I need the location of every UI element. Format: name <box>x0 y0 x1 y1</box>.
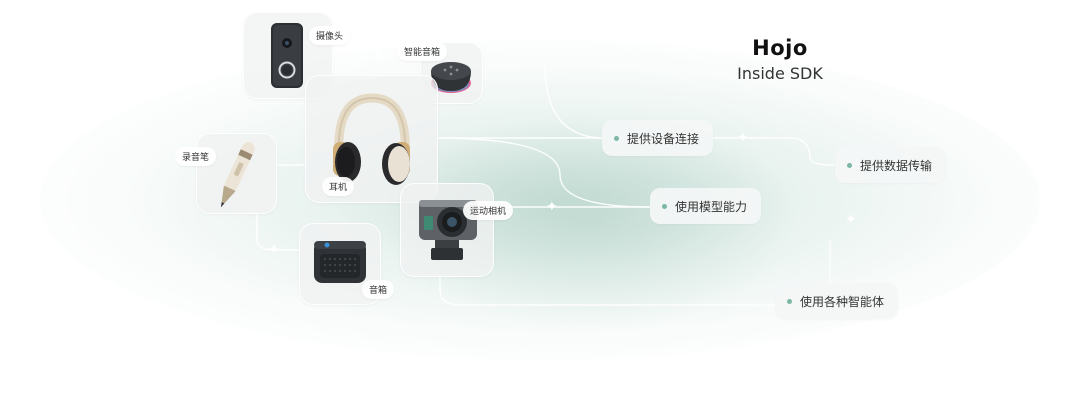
device-label-action-camera: 运动相机 <box>463 201 514 220</box>
feature-label: 提供数据传输 <box>860 158 933 173</box>
feature-label: 使用模型能力 <box>675 199 748 214</box>
device-card-headphones: 耳机 <box>305 75 438 203</box>
doorbell-camera-icon <box>271 23 303 88</box>
action-camera-icon <box>419 200 477 260</box>
bullet-dot-icon <box>614 135 619 141</box>
device-label-recorder-pen: 录音笔 <box>175 147 217 166</box>
device-card-action-camera: 运动相机 <box>400 183 514 277</box>
feature-agents: 使用各种智能体 <box>775 283 899 319</box>
feature-device-connect: 提供设备连接 <box>602 120 714 156</box>
device-card-speaker: 音箱 <box>299 223 395 305</box>
device-label-camera: 摄像头 <box>309 26 351 45</box>
brand-subtitle: Inside SDK <box>737 64 823 83</box>
feature-model-capability: 使用模型能力 <box>650 188 762 224</box>
sparkle-icon: ✦ <box>546 199 558 215</box>
device-label-speaker: 音箱 <box>362 280 395 299</box>
bullet-dot-icon <box>662 203 667 209</box>
brand: Hojo Inside SDK <box>700 36 860 83</box>
device-card-recorder-pen <box>196 133 277 214</box>
feature-label: 提供设备连接 <box>627 131 700 146</box>
headphones-icon <box>333 93 410 185</box>
bullet-dot-icon <box>847 162 852 168</box>
device-label-headphones: 耳机 <box>322 177 355 196</box>
recorder-pen-icon <box>220 142 255 208</box>
brand-title: Hojo <box>752 36 808 60</box>
feature-label: 使用各种智能体 <box>800 294 885 309</box>
bullet-dot-icon <box>787 298 792 304</box>
feature-data-transfer: 提供数据传输 <box>835 147 947 183</box>
sparkle-icon: ✦ <box>737 130 749 146</box>
sparkle-icon: ✦ <box>845 212 857 228</box>
sparkle-icon: ✦ <box>268 242 280 258</box>
device-label-smart-speaker: 智能音箱 <box>397 42 448 61</box>
speaker-icon <box>314 241 366 283</box>
smart-speaker-icon <box>431 62 471 93</box>
